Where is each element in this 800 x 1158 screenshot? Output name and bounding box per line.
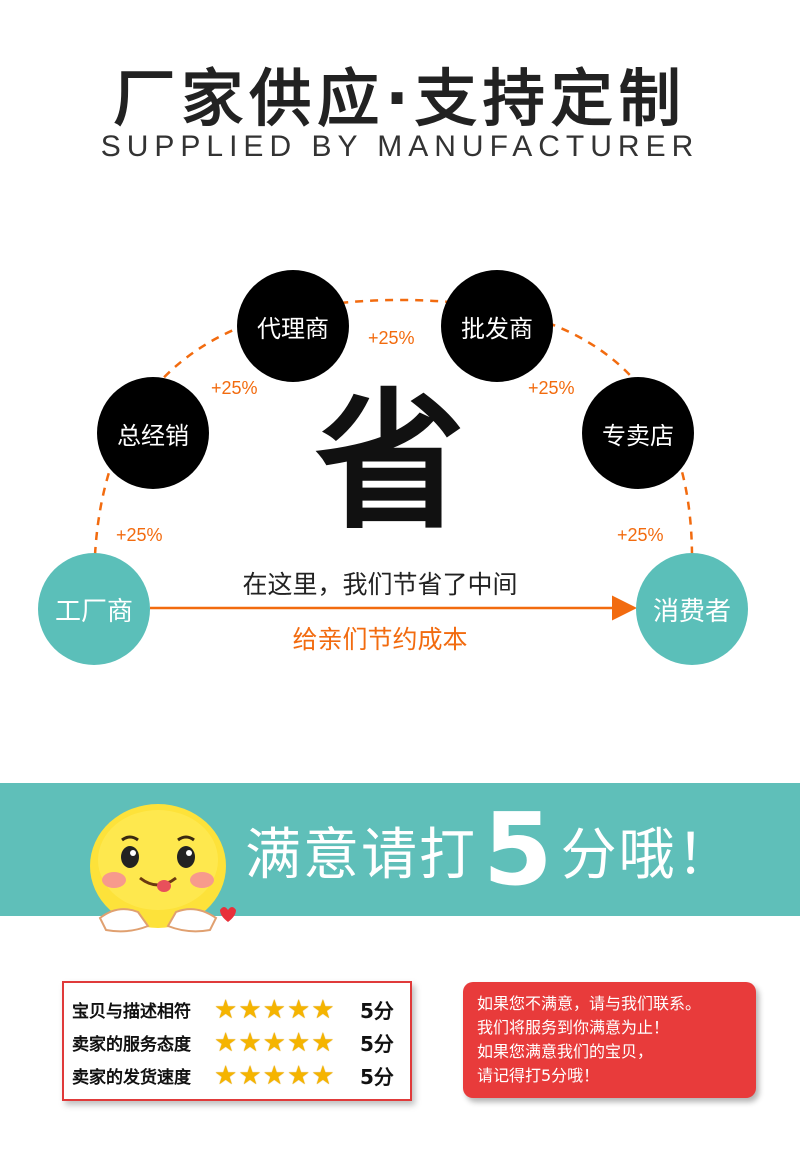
- star-icon: ★: [238, 1027, 262, 1058]
- markup-label: +25%: [116, 525, 163, 545]
- notice-line: 如果您不满意，请与我们联系。: [477, 994, 702, 1013]
- node-store: 专卖店: [582, 377, 694, 489]
- savings-line-1: 在这里，我们节省了中间: [242, 570, 518, 599]
- smiley-face-icon: [90, 804, 236, 933]
- rating-card: 宝贝与描述相符 ★★★★★ 5分 卖家的服务态度 ★★★★★ 5分 卖家的发货速…: [62, 981, 412, 1101]
- star-rating: ★★★★★: [214, 1030, 360, 1056]
- star-icon: ★: [238, 994, 262, 1025]
- satisfaction-notice: 如果您不满意，请与我们联系。 我们将服务到你满意为止！ 如果您满意我们的宝贝， …: [463, 982, 756, 1098]
- rating-score: 5分: [360, 1032, 394, 1056]
- save-character: 省: [314, 376, 465, 550]
- star-icon: ★: [262, 1027, 286, 1058]
- banner-score-number: 5: [483, 791, 555, 908]
- node-wholesaler: 批发商: [441, 270, 553, 382]
- star-icon: ★: [238, 1060, 262, 1091]
- markup-label: +25%: [617, 525, 664, 545]
- node-consumer: 消费者: [636, 553, 748, 665]
- star-icon: ★: [214, 1027, 238, 1058]
- markup-label: +25%: [528, 378, 575, 398]
- star-icon: ★: [214, 1060, 238, 1091]
- rating-row: 宝贝与描述相符 ★★★★★ 5分: [72, 993, 402, 1026]
- banner-text-after: 分哦！: [560, 822, 735, 888]
- banner-text-before: 满意请打: [245, 822, 477, 888]
- node-factory: 工厂商: [38, 553, 150, 665]
- markup-label: +25%: [211, 378, 258, 398]
- star-icon: ★: [262, 1060, 286, 1091]
- star-icon: ★: [311, 1060, 335, 1091]
- star-icon: ★: [214, 994, 238, 1025]
- star-icon: ★: [286, 1027, 311, 1058]
- star-rating: ★★★★★: [214, 1063, 360, 1089]
- page-title: 厂家供应·支持定制: [113, 62, 687, 135]
- rating-row: 卖家的发货速度 ★★★★★ 5分: [72, 1059, 402, 1092]
- node-agent: 代理商: [237, 270, 349, 382]
- markup-label: +25%: [368, 328, 415, 348]
- rating-row: 卖家的服务态度 ★★★★★ 5分: [72, 1026, 402, 1059]
- rating-label: 卖家的服务态度: [72, 1035, 191, 1055]
- star-rating: ★★★★★: [214, 997, 360, 1023]
- star-icon: ★: [262, 994, 286, 1025]
- notice-line: 请记得打5分哦！: [477, 1066, 600, 1085]
- rating-label: 宝贝与描述相符: [72, 1002, 191, 1022]
- notice-line: 如果您满意我们的宝贝，: [477, 1042, 654, 1061]
- page-subtitle: SUPPLIED BY MANUFACTURER: [100, 130, 700, 163]
- node-general-distributor: 总经销: [97, 377, 209, 489]
- star-icon: ★: [311, 994, 335, 1025]
- rating-score: 5分: [360, 1065, 394, 1089]
- rating-label: 卖家的发货速度: [72, 1068, 191, 1088]
- rating-score: 5分: [360, 999, 394, 1023]
- savings-line-2: 给亲们节约成本: [292, 625, 468, 654]
- notice-line: 我们将服务到你满意为止！: [477, 1018, 670, 1037]
- star-icon: ★: [286, 1060, 311, 1091]
- star-icon: ★: [311, 1027, 335, 1058]
- star-icon: ★: [286, 994, 311, 1025]
- banner-headline: 满意请打 5 分哦！: [245, 800, 735, 900]
